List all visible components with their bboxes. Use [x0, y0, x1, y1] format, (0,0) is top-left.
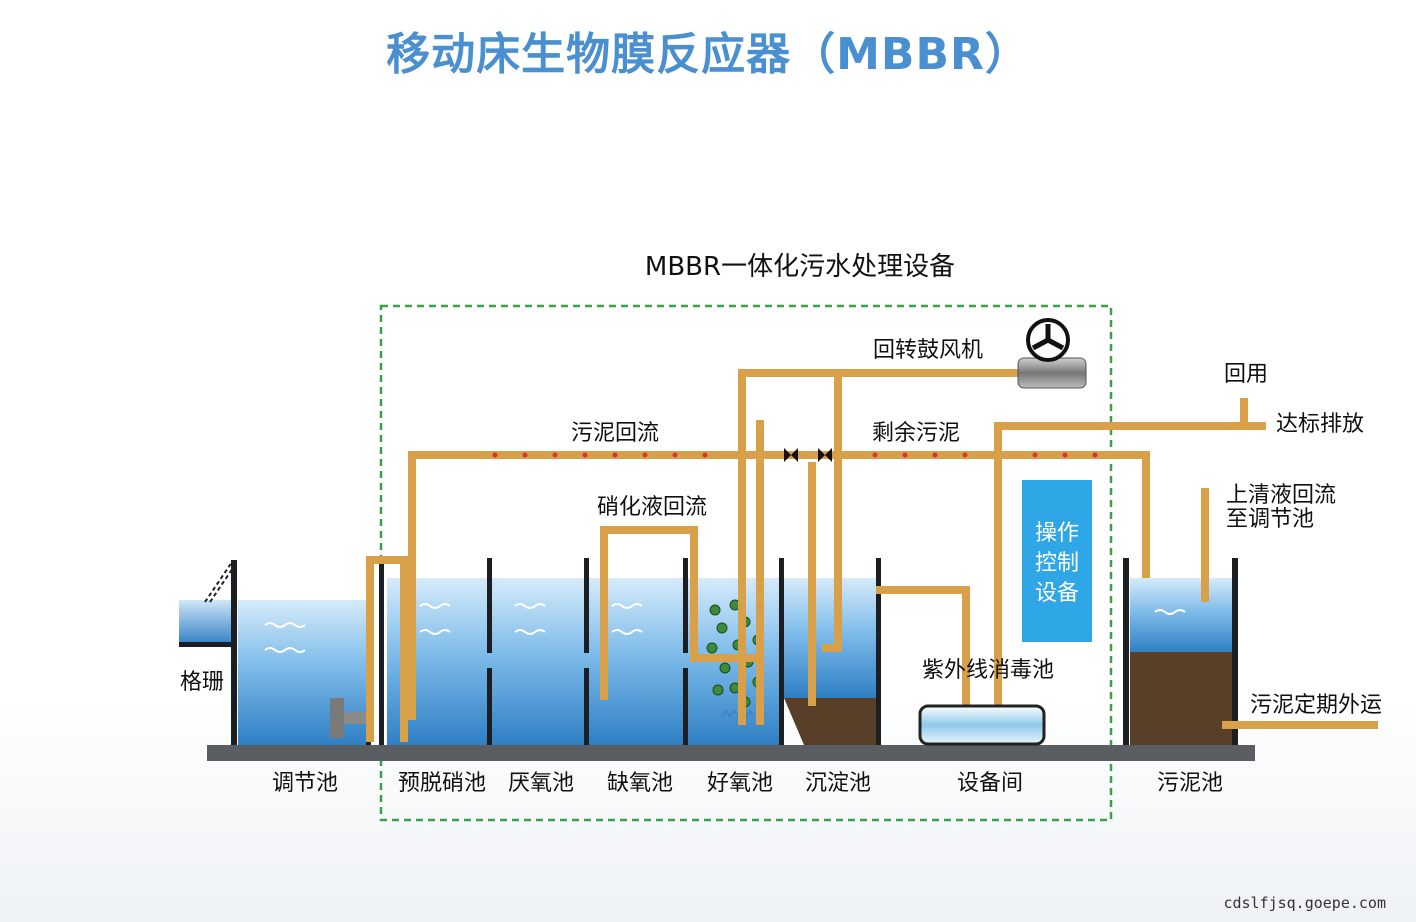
control-equipment-box	[1022, 480, 1092, 642]
tank-name: 设备间	[957, 771, 1023, 796]
tank-name: 厌氧池	[508, 771, 574, 796]
settling-sludge	[784, 698, 876, 745]
control-label-1: 操作	[1035, 521, 1079, 546]
bar-screen	[204, 561, 238, 603]
uv-label: 紫外线消毒池	[922, 658, 1054, 683]
settling-tank-water	[784, 578, 876, 698]
tank-name: 沉淀池	[805, 771, 871, 796]
lift-pump	[330, 698, 344, 738]
equipment-boundary	[379, 304, 1113, 822]
nitrate-return-label: 硝化液回流	[597, 495, 707, 520]
blower-label: 回转鼓风机	[873, 338, 983, 363]
tank-name: 缺氧池	[607, 771, 673, 796]
excess-sludge-label: 剩余污泥	[872, 421, 960, 446]
tank-name: 预脱硝池	[398, 771, 486, 796]
screen-label: 格珊	[180, 670, 224, 695]
watermark-text: cdslfjsq.goepe.com	[1223, 894, 1386, 912]
water-waves	[264, 603, 1186, 653]
supernatant-label-2: 至调节池	[1226, 507, 1314, 532]
control-label-3: 设备	[1035, 581, 1079, 606]
tank-name: 好氧池	[707, 771, 773, 796]
sludge-tank-water	[1130, 578, 1233, 652]
rotary-blower	[1017, 318, 1087, 389]
sludge-tank-sludge	[1130, 652, 1233, 745]
pump-outlet	[344, 712, 366, 724]
supernatant-label-1: 上清液回流	[1226, 483, 1336, 508]
tank-names: 调节池 预脱硝池 厌氧池 缺氧池 好氧池 沉淀池 设备间 污泥池	[272, 771, 1223, 796]
sludge-return-label: 污泥回流	[571, 421, 659, 446]
uv-disinfection-unit	[918, 704, 1046, 746]
diagram-subtitle: MBBR一体化污水处理设备	[645, 252, 955, 282]
pipe-network	[366, 369, 1378, 742]
flow-arrows	[492, 452, 1098, 458]
base-slab	[207, 745, 1255, 761]
tank-name: 污泥池	[1157, 771, 1223, 796]
reuse-label: 回用	[1224, 362, 1268, 387]
inlet-channel-water	[179, 600, 231, 642]
sludge-out-label: 污泥定期外运	[1250, 693, 1382, 718]
page-title: 移动床生物膜反应器（MBBR）	[386, 29, 1030, 80]
discharge-label: 达标排放	[1276, 412, 1364, 437]
control-label-2: 控制	[1035, 551, 1079, 576]
tank-name: 调节池	[272, 771, 338, 796]
sludge-valves	[784, 448, 832, 462]
